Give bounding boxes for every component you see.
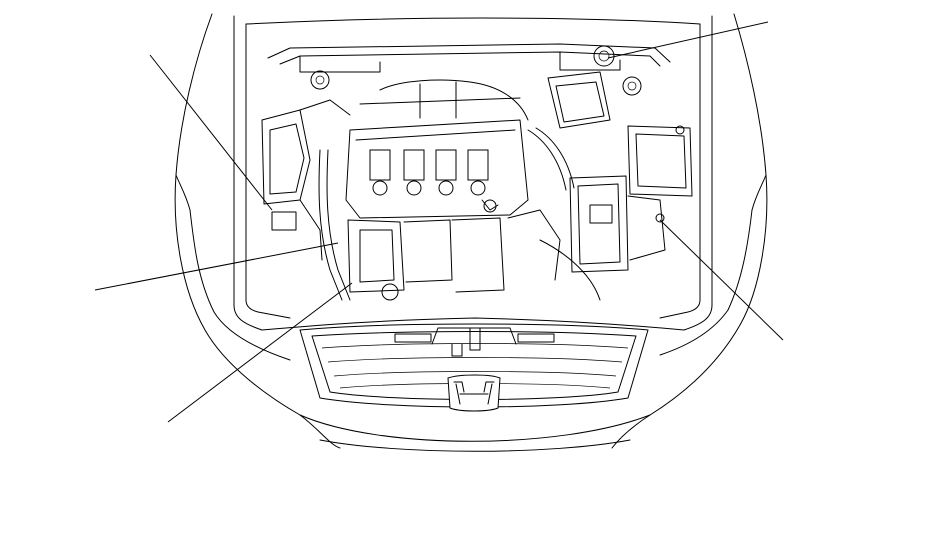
callout-top-right	[607, 21, 769, 59]
callout-leaders	[94, 21, 784, 423]
callout-bottom-left	[167, 282, 353, 423]
lower-engine	[318, 149, 561, 301]
air-cleaner-left	[261, 99, 351, 261]
right-side-components	[527, 71, 693, 301]
callout-top-left	[149, 54, 273, 211]
callout-bottom-right	[659, 219, 784, 341]
car-body-outline	[174, 13, 768, 452]
engine-block	[345, 79, 529, 219]
upper-cross-member	[267, 43, 671, 96]
callout-mid-left	[94, 242, 339, 291]
hood-latch	[394, 327, 555, 357]
honda-h-logo	[447, 374, 501, 412]
